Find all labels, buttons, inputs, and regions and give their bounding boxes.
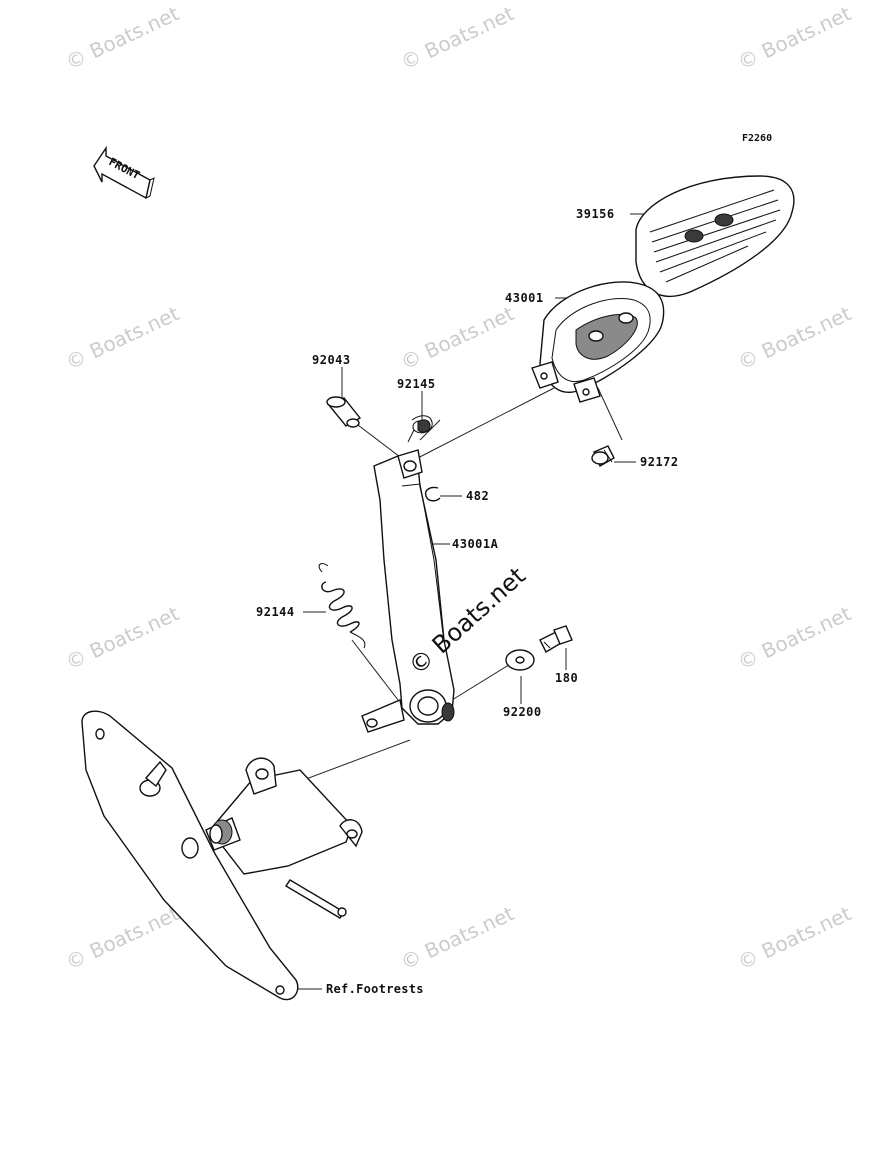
- pin-92043: [326, 396, 362, 428]
- watermark: © Boats.net: [397, 1, 518, 74]
- part-label-92043: 92043: [312, 353, 351, 367]
- part-label-180: 180: [555, 671, 578, 685]
- watermark: © Boats.net: [397, 301, 518, 374]
- watermark: © Boats.net: [397, 901, 518, 974]
- watermark: © Boats.net: [734, 901, 855, 974]
- watermark: © Boats.net: [734, 301, 855, 374]
- front-arrow-icon: FRONT: [93, 145, 155, 200]
- watermark: © Boats.net: [734, 1, 855, 74]
- clip-482: [424, 486, 441, 502]
- pedal-arm-43001A: [361, 449, 455, 733]
- washer-92200: [505, 649, 535, 671]
- part-label-92145: 92145: [397, 377, 436, 391]
- watermark: © Boats.net: [734, 601, 855, 674]
- watermark: © Boats.net: [62, 601, 183, 674]
- part-label-39156: 39156: [576, 207, 615, 221]
- part-label-92144: 92144: [256, 605, 295, 619]
- part-label-43001A: 43001A: [452, 537, 499, 551]
- part-label-92172: 92172: [640, 455, 679, 469]
- reference-footrests-label: Ref.Footrests: [326, 982, 424, 996]
- watermark: © Boats.net: [62, 1, 183, 74]
- footrest-bracket: [81, 710, 363, 1001]
- figure-code: F2260: [742, 133, 772, 144]
- part-label-482: 482: [466, 489, 489, 503]
- part-label-92200: 92200: [503, 705, 542, 719]
- pedal-pad-39156: [635, 175, 795, 297]
- watermark: © Boats.net: [62, 301, 183, 374]
- watermark: © Boats.net: [62, 901, 183, 974]
- bolt-92172: [591, 445, 615, 467]
- part-label-43001: 43001: [505, 291, 544, 305]
- pedal-base-43001: [531, 281, 665, 403]
- spring-92145: [407, 415, 433, 443]
- spring-92144: [318, 563, 366, 649]
- bolt-180: [539, 625, 573, 653]
